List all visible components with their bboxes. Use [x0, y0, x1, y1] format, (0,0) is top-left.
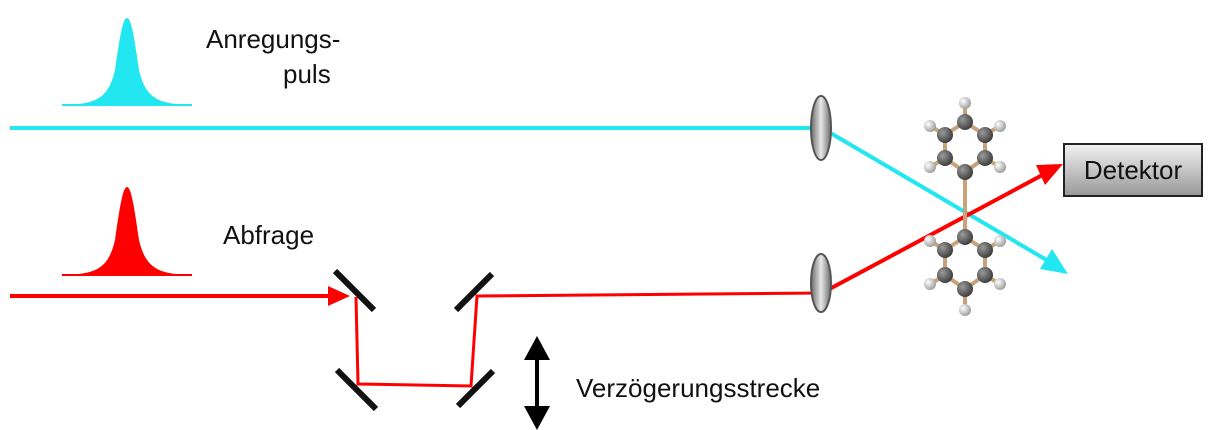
pump-beam-arrowhead — [1040, 249, 1068, 274]
mirror-1 — [332, 268, 377, 313]
pump-beam — [10, 126, 1068, 274]
delay-mirrors — [332, 268, 496, 412]
probe-pulse-icon — [62, 187, 192, 276]
detector-label: Detektor — [1083, 154, 1183, 185]
probe-input-arrowhead — [328, 286, 350, 306]
mirror-2 — [334, 367, 379, 412]
detector-box: Detektor — [1063, 143, 1203, 197]
delay-stage-double-arrow-icon — [524, 336, 550, 430]
probe-beam — [10, 164, 1063, 388]
probe-beam-arrowhead — [1036, 164, 1063, 185]
pump-pulse-icon — [62, 18, 192, 106]
lower-lens-icon — [810, 253, 832, 313]
pump-label-line1: Anregungs- — [206, 24, 341, 54]
biphenyl-molecule-icon — [924, 97, 1006, 316]
mirror-3 — [455, 368, 496, 409]
probe-label: Abfrage — [223, 220, 315, 250]
mirror-4 — [453, 271, 495, 313]
upper-lens-icon — [810, 95, 832, 161]
delay-label: Verzögerungsstrecke — [576, 373, 821, 403]
pump-label-line2: puls — [283, 59, 331, 89]
